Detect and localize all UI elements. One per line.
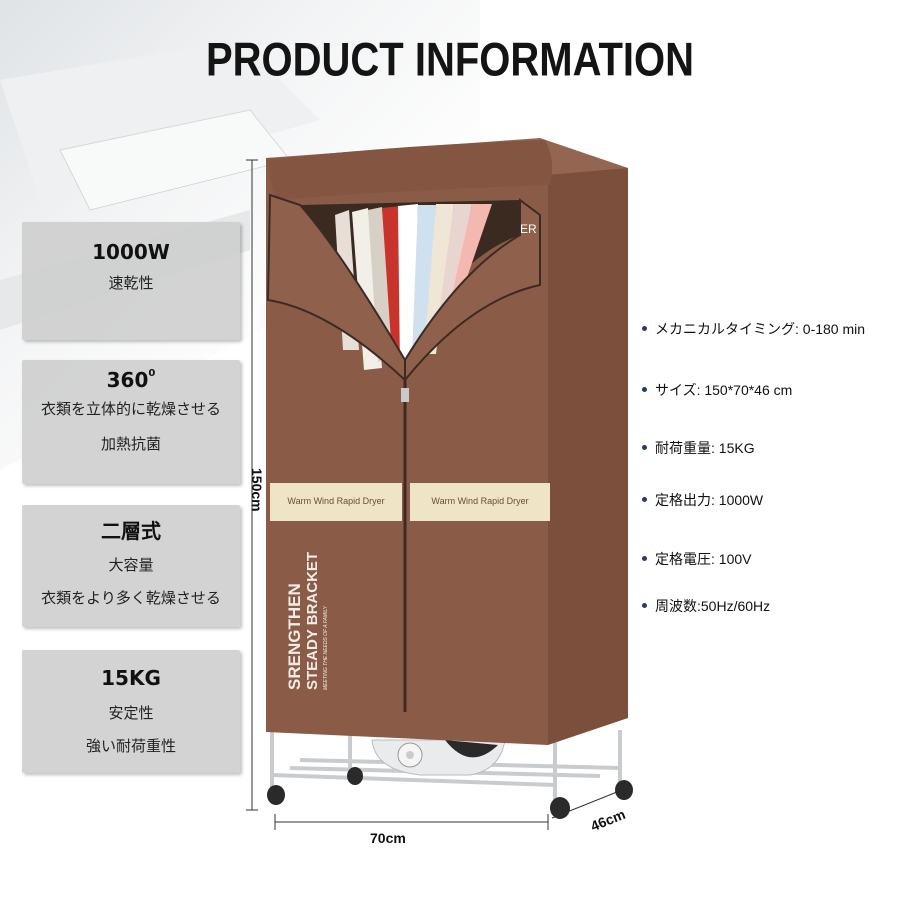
feature-line: 強い耐荷重性: [85, 737, 176, 755]
slogan-line-2: STEADY BRACKET: [304, 551, 321, 690]
bullet-icon: [642, 444, 647, 450]
dimension-width: 70cm: [370, 830, 406, 846]
page-title: PRODUCT INFORMATION: [205, 33, 695, 86]
spec-text: メカニカルタイミング: 0-180 min: [655, 321, 866, 337]
feature-heading-text: 360: [106, 368, 149, 392]
feature-heading: 二層式: [101, 519, 161, 543]
spec-text: 耐荷重量: 15KG: [655, 440, 755, 456]
slogan-line-1: SRENGTHEN: [285, 583, 304, 690]
bullet-icon: [642, 555, 647, 561]
product-label-left: Warm Wind Rapid Dryer: [287, 496, 385, 506]
feature-card-power: 1000W 速乾性: [22, 222, 240, 340]
label-right-bg: [410, 483, 550, 521]
heater-unit: [371, 739, 506, 776]
feature-heading: 1000W: [92, 240, 170, 264]
spec-item: 定格出力: 1000W: [642, 490, 763, 510]
feature-line: 衣類を立体的に乾燥させる: [40, 400, 221, 418]
spec-item: 耐荷重量: 15KG: [642, 438, 755, 458]
feature-line: 衣類をより多く乾燥させる: [41, 589, 221, 607]
wheels: [267, 767, 633, 819]
feature-card-load: 15KG 安定性 強い耐荷重性: [22, 650, 240, 773]
feature-heading-sup: 0: [148, 368, 156, 379]
spec-item: サイズ: 150*70*46 cm: [642, 380, 792, 400]
bullet-icon: [642, 496, 647, 502]
feature-heading: 15KG: [101, 666, 161, 690]
feature-line: 安定性: [108, 704, 154, 722]
spec-text: 周波数:50Hz/60Hz: [655, 598, 771, 614]
bullet-icon: [642, 602, 647, 608]
feature-line: 速乾性: [108, 274, 154, 292]
spec-item: 周波数:50Hz/60Hz: [642, 596, 770, 616]
feature-card-360: 3600 衣類を立体的に乾燥させる 加熱抗菌: [22, 360, 240, 484]
bullet-icon: [642, 325, 647, 331]
slogan-line-3: MEETING THE NEEDS OF A FAMILY: [323, 606, 329, 690]
dimension-height: 150cm: [249, 468, 265, 512]
feature-heading: 3600: [22, 360, 240, 392]
cover-side: [548, 148, 628, 745]
spec-item: 定格電圧: 100V: [642, 549, 751, 569]
brand-partial: ER: [520, 222, 537, 236]
label-left-bg: [270, 483, 402, 521]
bullet-icon: [642, 386, 647, 392]
feature-card-two-tier: 二層式 大容量 衣類をより多く乾燥させる: [22, 505, 240, 627]
spec-text: サイズ: 150*70*46 cm: [655, 382, 793, 398]
spec-text: 定格電圧: 100V: [655, 551, 752, 567]
slogan-block: SRENGTHEN STEADY BRACKET MEETING THE NEE…: [285, 552, 330, 690]
product-label-right: Warm Wind Rapid Dryer: [431, 496, 529, 506]
feature-line: 大容量: [108, 556, 154, 574]
spec-item: メカニカルタイミング: 0-180 min: [642, 319, 865, 339]
feature-line: 加熱抗菌: [100, 435, 161, 453]
spec-text: 定格出力: 1000W: [655, 492, 764, 508]
